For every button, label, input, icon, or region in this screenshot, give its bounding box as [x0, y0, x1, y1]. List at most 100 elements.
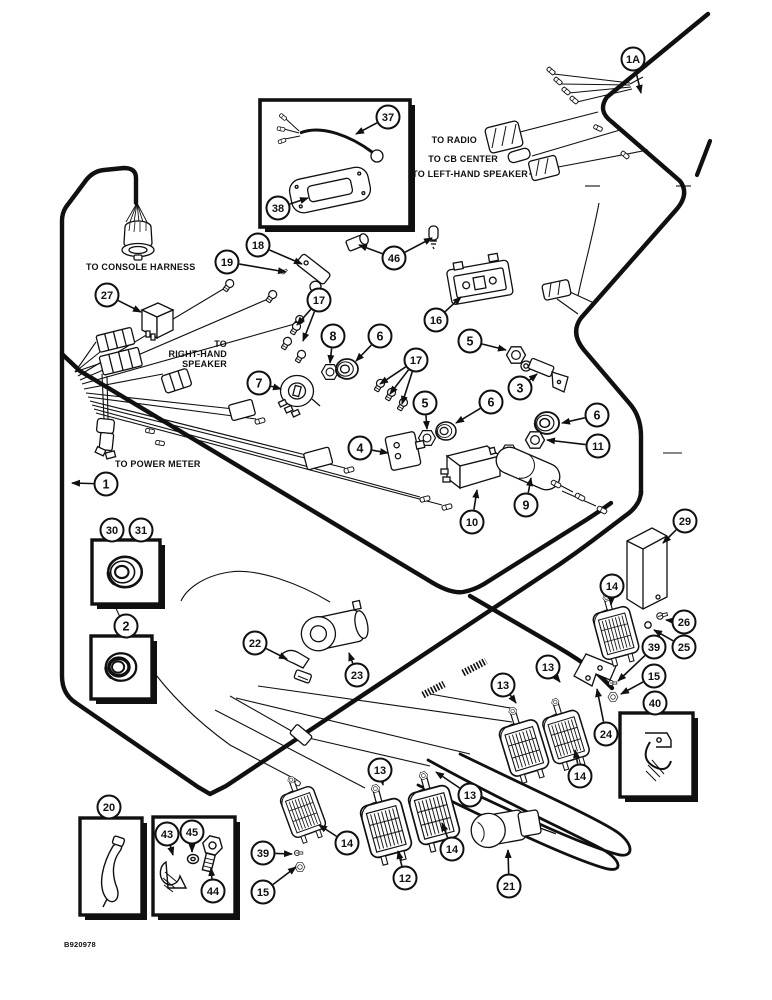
callout-number-19: 19	[221, 257, 233, 269]
callout-number-13: 13	[464, 790, 476, 802]
breaker-10	[440, 445, 502, 490]
callout-number-1: 1	[103, 478, 110, 492]
inline-connectors	[144, 123, 631, 788]
screw-39a	[608, 680, 618, 686]
screw-26	[655, 610, 669, 621]
work-lamp	[274, 771, 330, 846]
spring-spacers	[421, 657, 488, 699]
callout-number-21: 21	[503, 881, 515, 893]
callout-number-20: 20	[103, 802, 115, 814]
callout-number-27: 27	[101, 290, 113, 302]
callout-10: 10	[459, 489, 485, 535]
callout-43: 43	[154, 821, 180, 856]
callout-19: 19	[214, 249, 287, 275]
callout-number-46: 46	[388, 253, 400, 265]
callout-31: 31	[128, 517, 154, 543]
label-1: TO CB CENTER	[428, 154, 498, 164]
inset-boxes	[78, 98, 698, 920]
callout-number-38: 38	[272, 203, 284, 215]
clamp-22	[280, 649, 312, 684]
callout-number-39: 39	[257, 848, 269, 860]
wiper-motor-21	[470, 809, 557, 849]
grommet-6b	[435, 421, 457, 441]
callout-number-30: 30	[106, 525, 118, 537]
callout-7: 7	[246, 370, 282, 396]
callout-14: 14	[567, 749, 593, 789]
callout-number-22: 22	[249, 638, 261, 650]
ignition-switch-7	[277, 374, 321, 418]
inset-box-2	[89, 634, 157, 704]
callout-12: 12	[392, 850, 418, 891]
callout-5: 5	[457, 328, 507, 354]
callout-number-14: 14	[446, 844, 459, 856]
callout-4: 4	[347, 435, 389, 461]
callout-number-15: 15	[257, 887, 269, 899]
callout-number-17: 17	[410, 355, 422, 367]
callout-number-16: 16	[430, 315, 442, 327]
callout-25: 25	[653, 629, 697, 660]
nut-5a	[505, 346, 527, 364]
callout-number-7: 7	[256, 377, 263, 391]
callout-14: 14	[318, 824, 360, 856]
callout-30: 30	[99, 517, 125, 543]
label-3: TO CONSOLE HARNESS	[86, 262, 195, 272]
callout-40: 40	[642, 690, 668, 716]
dome-lamp-16	[446, 252, 514, 305]
callout-number-37: 37	[382, 112, 394, 124]
callout-number-24: 24	[600, 729, 613, 741]
label-8: B920978	[64, 940, 96, 949]
grommet-6a	[334, 357, 360, 381]
callout-number-17: 17	[313, 295, 325, 307]
callout-1A: 1A	[620, 46, 646, 94]
callout-number-4: 4	[357, 442, 364, 456]
callout-number-11: 11	[592, 441, 604, 453]
callout-8: 8	[320, 323, 346, 364]
callout-number-26: 26	[678, 617, 690, 629]
callout-number-3: 3	[517, 382, 524, 396]
callout-46: 46	[358, 237, 433, 271]
callout-44: 44	[200, 867, 226, 904]
callout-number-13: 13	[374, 765, 386, 777]
callout-number-14: 14	[574, 771, 587, 783]
callout-number-13: 13	[542, 662, 554, 674]
label-2: TO LEFT-HAND SPEAKER	[412, 169, 528, 179]
callout-9: 9	[513, 477, 539, 518]
console-harness-connector	[121, 220, 155, 261]
callout-24: 24	[593, 688, 619, 747]
label-5: RIGHT-HAND	[169, 349, 228, 359]
callout-number-43: 43	[161, 829, 173, 841]
components	[94, 66, 669, 872]
blower-motor-23	[300, 599, 369, 652]
callout-14: 14	[439, 822, 465, 862]
callout-2: 2	[113, 613, 139, 639]
callout-number-5: 5	[467, 335, 474, 349]
callout-number-23: 23	[351, 670, 363, 682]
callout-13: 13	[367, 757, 393, 786]
callout-number-6: 6	[377, 330, 384, 344]
callout-number-10: 10	[466, 517, 478, 529]
nut-15b	[294, 862, 306, 872]
callout-number-15: 15	[648, 671, 660, 683]
callout-38: 38	[265, 195, 309, 221]
label-4: TO	[214, 339, 227, 349]
callout-3: 3	[507, 373, 538, 401]
callout-number-5: 5	[422, 397, 429, 411]
harness-connector-mid	[541, 279, 572, 301]
callout-26: 26	[665, 609, 697, 635]
callout-23: 23	[344, 652, 370, 688]
bulb-46	[428, 225, 439, 250]
callout-number-25: 25	[678, 642, 690, 654]
grommet-6c	[533, 410, 561, 436]
harness-outline	[59, 11, 713, 871]
callout-number-40: 40	[649, 698, 661, 710]
callout-number-12: 12	[399, 873, 411, 885]
callout-number-29: 29	[679, 516, 691, 528]
callout-number-14: 14	[341, 838, 354, 850]
callout-39: 39	[617, 634, 667, 682]
callout-1: 1	[71, 471, 119, 497]
screw-39b	[294, 850, 304, 856]
washer-25	[644, 621, 652, 629]
callout-13: 13	[535, 654, 561, 683]
